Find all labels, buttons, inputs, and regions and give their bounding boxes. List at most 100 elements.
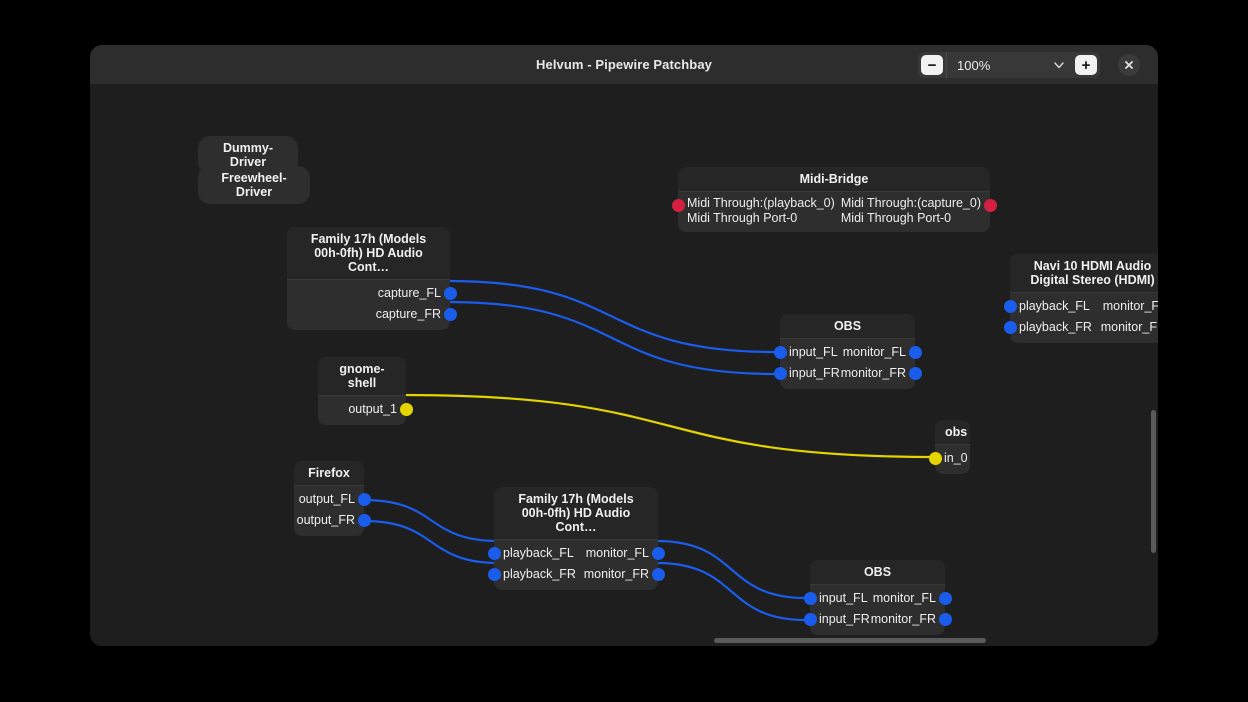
- node-title-family17h-capture: Family 17h (Models 00h-0fh) HD Audio Con…: [287, 227, 450, 280]
- node-title-midi-bridge: Midi-Bridge: [678, 167, 990, 192]
- output-port-label: capture_FR: [375, 307, 441, 321]
- input-port-label: Midi Through:(playback_0) Midi Through P…: [687, 196, 835, 225]
- port-row: playback_FR monitor_FR: [1003, 317, 1158, 338]
- node-navi10-hdmi[interactable]: Navi 10 HDMI Audio Digital Stereo (HDMI)…: [1003, 254, 1158, 343]
- zoom-separator: [946, 52, 947, 78]
- input-port-label: input_FR: [819, 612, 870, 626]
- port-row: in_0: [928, 448, 970, 469]
- output-port-label: monitor_FR: [840, 366, 906, 380]
- output-port-label: monitor_FL: [872, 591, 936, 605]
- wire-capFL-obsIN_FL[interactable]: [447, 279, 777, 354]
- node-gnome-shell[interactable]: gnome-shell output_1: [318, 357, 413, 425]
- output-port-label: monitor_FR: [1100, 320, 1158, 334]
- node-title-firefox: Firefox: [294, 461, 364, 486]
- port-row: output_1: [318, 399, 413, 420]
- window-title: Helvum - Pipewire Patchbay: [536, 57, 712, 72]
- wire-gnome-out1-obs-in0[interactable]: [403, 393, 937, 459]
- input-port-obs-top-1[interactable]: [773, 367, 787, 380]
- output-port-firefox-1[interactable]: [357, 514, 371, 527]
- node-family17h-capture[interactable]: Family 17h (Models 00h-0fh) HD Audio Con…: [287, 227, 457, 330]
- node-title-navi10-hdmi: Navi 10 HDMI Audio Digital Stereo (HDMI): [1010, 254, 1158, 293]
- close-icon[interactable]: [1118, 54, 1140, 76]
- output-port-obs-bottom-1[interactable]: [938, 613, 952, 626]
- wire-ff-FR-fam-playFR[interactable]: [363, 519, 500, 565]
- horizontal-scrollbar[interactable]: [714, 638, 986, 643]
- node-title-freewheel-driver: Freewheel-Driver: [221, 171, 287, 199]
- input-port-label: input_FL: [819, 591, 868, 605]
- title-bar[interactable]: Helvum - Pipewire Patchbay 100%: [90, 45, 1158, 85]
- port-row: playback_FR monitor_FR: [487, 564, 665, 585]
- output-port-firefox-0[interactable]: [357, 493, 371, 506]
- input-port-navi10-hdmi-0[interactable]: [1003, 300, 1017, 313]
- output-port-label: output_1: [348, 402, 397, 416]
- node-ports-midi-bridge: Midi Through:(playback_0) Midi Through P…: [671, 192, 997, 232]
- output-port-label: monitor_FR: [870, 612, 936, 626]
- input-port-obs-bottom-0[interactable]: [803, 592, 817, 605]
- helvum-window: Helvum - Pipewire Patchbay 100%: [90, 45, 1158, 646]
- zoom-control-group: 100%: [918, 52, 1100, 78]
- input-port-label: playback_FR: [1019, 320, 1092, 334]
- output-port-gnome-shell-0[interactable]: [399, 403, 413, 416]
- port-row: capture_FR: [287, 304, 457, 325]
- wire-capFR-obsIN_FR[interactable]: [447, 300, 777, 376]
- node-ports-obs-small: in_0: [928, 445, 970, 474]
- wire-ff-FL-fam-playFL[interactable]: [363, 498, 500, 543]
- plus-icon[interactable]: [1075, 55, 1097, 75]
- wire-fam-monFR-obsb-FR[interactable]: [656, 561, 807, 622]
- wire-fam-monFL-obsb-FL[interactable]: [656, 539, 807, 600]
- input-port-label: playback_FL: [503, 546, 574, 560]
- vertical-scrollbar[interactable]: [1151, 410, 1156, 553]
- node-title-family17h-playback: Family 17h (Models 00h-0fh) HD Audio Con…: [494, 487, 658, 540]
- output-port-label: monitor_FR: [583, 567, 649, 581]
- output-port-obs-top-0[interactable]: [908, 346, 922, 359]
- output-port-midi-bridge-0[interactable]: [983, 199, 997, 212]
- node-title-dummy-driver: Dummy-Driver: [222, 141, 273, 169]
- chevron-down-icon[interactable]: [1048, 58, 1070, 72]
- output-port-label: output_FL: [298, 492, 355, 506]
- input-port-obs-top-0[interactable]: [773, 346, 787, 359]
- input-port-family17h-playback-0[interactable]: [487, 547, 501, 560]
- output-port-family17h-capture-0[interactable]: [443, 287, 457, 300]
- node-title-obs-bottom: OBS: [810, 560, 945, 585]
- output-port-label: capture_FL: [377, 286, 441, 300]
- port-row: Midi Through:(playback_0) Midi Through P…: [671, 195, 997, 227]
- output-port-label: Midi Through:(capture_0) Midi Through Po…: [840, 196, 981, 225]
- input-port-obs-bottom-1[interactable]: [803, 613, 817, 626]
- output-port-family17h-playback-1[interactable]: [651, 568, 665, 581]
- input-port-label: playback_FR: [503, 567, 576, 581]
- node-title-gnome-shell: gnome-shell: [318, 357, 406, 396]
- node-ports-firefox: output_FL output_FR: [294, 486, 371, 536]
- output-port-obs-bottom-0[interactable]: [938, 592, 952, 605]
- node-family17h-playback[interactable]: Family 17h (Models 00h-0fh) HD Audio Con…: [487, 487, 665, 590]
- port-row: input_FL monitor_FL: [803, 588, 952, 609]
- input-port-label: playback_FL: [1019, 299, 1090, 313]
- input-port-family17h-playback-1[interactable]: [487, 568, 501, 581]
- output-port-obs-top-1[interactable]: [908, 367, 922, 380]
- zoom-level-value[interactable]: 100%: [957, 57, 991, 73]
- input-port-obs-small-0[interactable]: [928, 452, 942, 465]
- node-freewheel-driver[interactable]: Freewheel-Driver: [198, 166, 310, 204]
- output-port-label: output_FR: [296, 513, 355, 527]
- input-port-label: in_0: [944, 451, 968, 465]
- input-port-midi-bridge-0[interactable]: [671, 199, 685, 212]
- node-firefox[interactable]: Firefox output_FL output_FR: [294, 461, 371, 536]
- output-port-family17h-playback-0[interactable]: [651, 547, 665, 560]
- output-port-family17h-capture-1[interactable]: [443, 308, 457, 321]
- node-ports-family17h-capture: capture_FL capture_FR: [287, 280, 457, 330]
- input-port-navi10-hdmi-1[interactable]: [1003, 321, 1017, 334]
- input-port-label: input_FR: [789, 366, 840, 380]
- minus-icon[interactable]: [921, 55, 943, 75]
- port-row: output_FR: [294, 510, 371, 531]
